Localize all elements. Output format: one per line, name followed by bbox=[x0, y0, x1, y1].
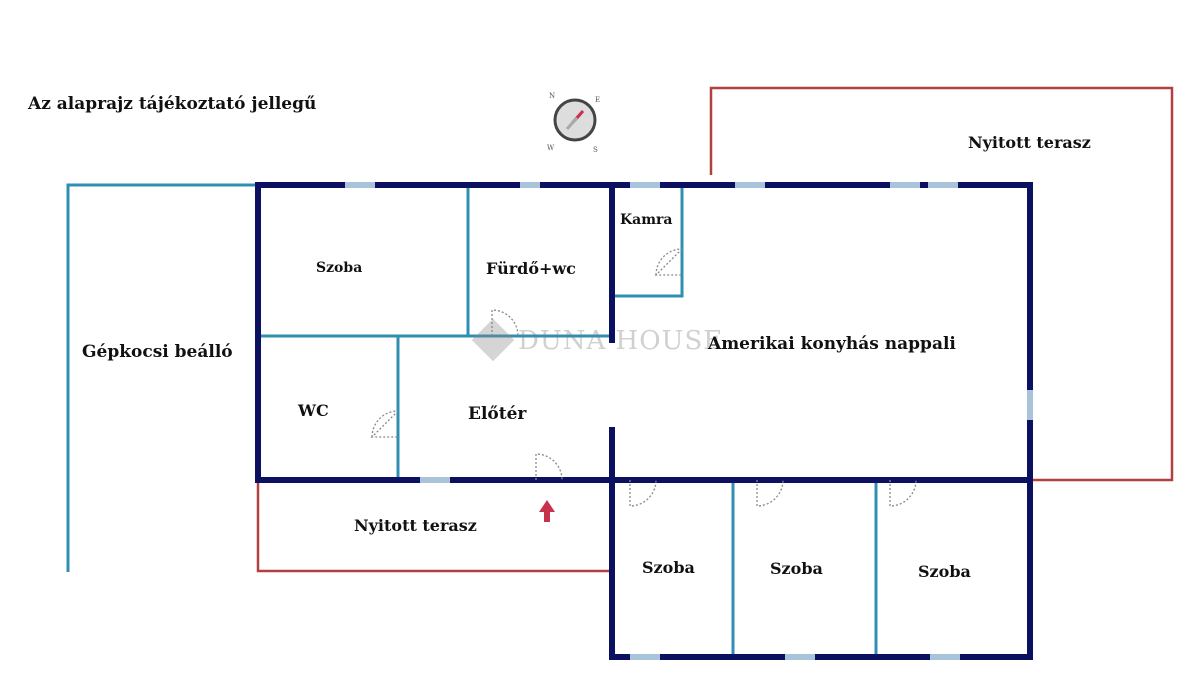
windows bbox=[345, 182, 1033, 660]
room-label-szoba-1: Szoba bbox=[642, 558, 695, 577]
watermark-logo bbox=[471, 318, 515, 362]
svg-text:W: W bbox=[547, 144, 555, 152]
room-label-szoba-3: Szoba bbox=[918, 562, 971, 581]
svg-text:N: N bbox=[549, 92, 555, 100]
room-label-kamra: Kamra bbox=[620, 212, 673, 228]
room-label-furdo: Fürdő+wc bbox=[486, 259, 576, 278]
compass-icon: N E W S bbox=[547, 92, 600, 154]
room-label-nappali: Amerikai konyhás nappali bbox=[708, 334, 956, 354]
room-label-szoba-2: Szoba bbox=[770, 559, 823, 578]
svg-text:S: S bbox=[593, 146, 598, 154]
disclaimer-text: Az alaprajz tájékoztató jellegű bbox=[28, 94, 317, 114]
watermark-text: DUNA HOUSE bbox=[518, 326, 724, 356]
terrace-outline-bottom bbox=[256, 480, 612, 573]
room-label-eloter: Előtér bbox=[468, 404, 527, 424]
terrace-outline-top bbox=[709, 86, 1174, 482]
room-label-gepkocsi: Gépkocsi beálló bbox=[82, 342, 233, 362]
room-label-terasz-bottom: Nyitott terasz bbox=[354, 516, 477, 535]
inner-walls bbox=[258, 185, 878, 657]
outer-walls bbox=[255, 182, 1033, 660]
svg-text:E: E bbox=[595, 96, 600, 104]
room-label-wc: WC bbox=[298, 401, 329, 420]
entrance-arrow-icon bbox=[539, 500, 555, 522]
doors bbox=[370, 248, 917, 507]
room-label-terasz-top: Nyitott terasz bbox=[968, 133, 1091, 152]
carport-outline bbox=[66, 183, 258, 572]
room-label-szoba-top: Szoba bbox=[316, 260, 363, 276]
